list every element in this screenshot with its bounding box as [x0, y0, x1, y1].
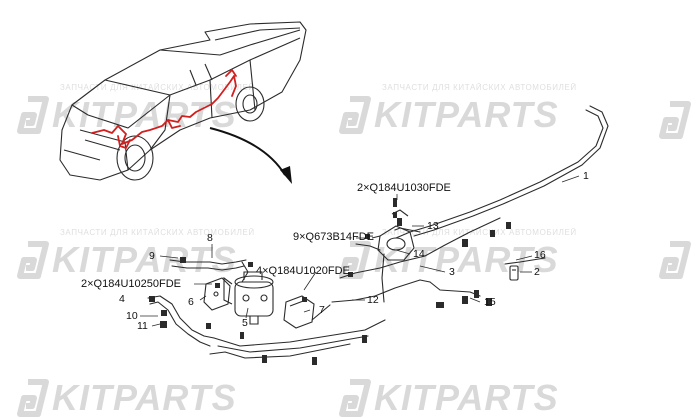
callout-1: 1: [583, 170, 589, 182]
bolt-part-13: [393, 212, 402, 226]
callout-11: 11: [137, 320, 148, 332]
callout-7: 7: [319, 304, 325, 316]
code-label-bolt-top: 2×Q184U1030FDE: [357, 182, 451, 194]
callout-16: 16: [534, 249, 546, 261]
clip-part-2: [509, 265, 519, 281]
code-label-nut: 9×Q673B14FDE: [293, 231, 375, 243]
callout-5: 5: [242, 317, 248, 329]
callout-14: 14: [413, 248, 425, 260]
callout-13: 13: [427, 220, 439, 232]
fasteners: [149, 198, 511, 365]
callout-8: 8: [207, 232, 213, 244]
fuel-filter-part-5: [223, 271, 274, 325]
callout-12: 12: [367, 294, 379, 306]
callout-4: 4: [119, 293, 125, 305]
callout-9: 9: [149, 250, 155, 262]
bracket-part-6: [203, 277, 231, 311]
code-label-bolt-middle: 4×Q184U1020FDE: [256, 265, 350, 277]
callout-3: 3: [449, 266, 455, 278]
bracket-part-7: [283, 295, 315, 329]
diagram-canvas: ЗАПЧАСТИ ДЛЯ КИТАЙСКИХ АВТОМОБИЛЕЙ KITPA…: [17, 21, 691, 417]
truck-fuel-line-highlight: [91, 69, 237, 149]
fuel-line-drawing: [59, 21, 609, 365]
callout-2: 2: [534, 266, 540, 278]
callout-10: 10: [126, 310, 138, 322]
callout-15: 15: [484, 296, 496, 308]
callout-6: 6: [188, 296, 194, 308]
truck-illustration: [59, 21, 307, 181]
code-label-bolt-left: 2×Q184U10250FDE: [81, 278, 181, 290]
pointer-arrow-icon: [209, 127, 292, 184]
clip-part-15: [436, 290, 492, 308]
exploded-fuel-lines: [147, 105, 609, 359]
leader-lines: [140, 175, 580, 327]
